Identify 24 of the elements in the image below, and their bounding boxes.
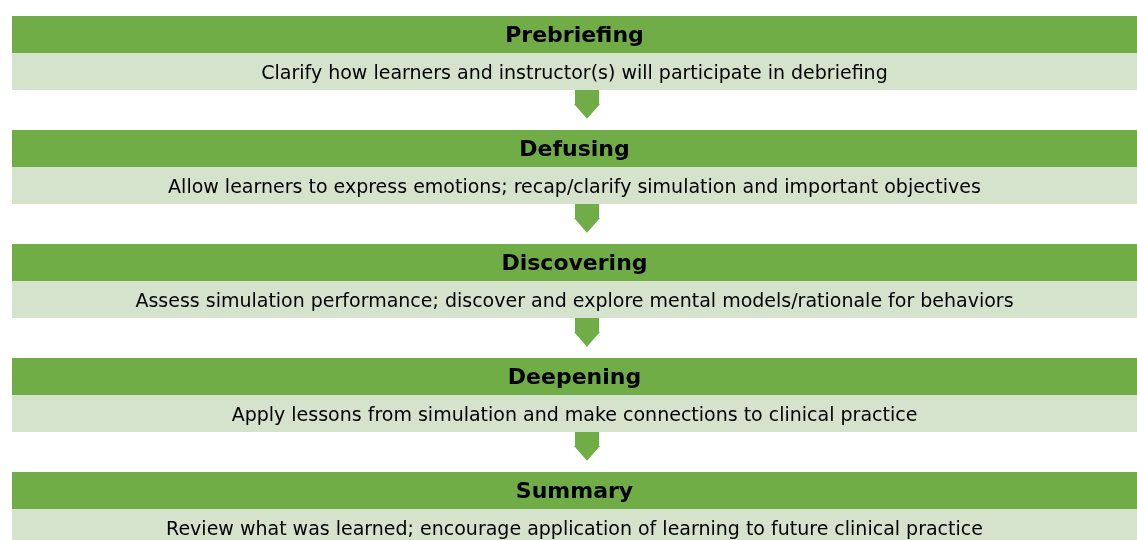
down-arrow [574, 318, 600, 347]
stage-description: Assess simulation performance; discover and explore mental models/rationale for behaviors [135, 288, 1014, 311]
stage-title: Discovering [501, 250, 648, 275]
stage-header-band [12, 358, 1137, 395]
stage-description: Allow learners to express emotions; recap/clarify simulation and important objectives [168, 174, 981, 197]
stage-description-band [12, 167, 1137, 204]
stage-header-band [12, 16, 1137, 53]
stage-title: Summary [515, 478, 634, 503]
stage-title: Defusing [519, 136, 630, 161]
stage-title: Deepening [507, 364, 642, 389]
stage-header-band [12, 130, 1137, 167]
stage-description: Clarify how learners and instructor(s) will participate in debriefing [261, 60, 888, 83]
down-arrow [574, 432, 600, 461]
stage-description-band [12, 281, 1137, 318]
stage-header-band [12, 244, 1137, 281]
stage-description-band [12, 53, 1137, 90]
stage-title: Prebriefing [505, 22, 644, 47]
stage-header-band [12, 472, 1137, 509]
down-arrow [574, 204, 600, 233]
stage-description: Review what was learned; encourage application of learning to future clinical practice [166, 516, 983, 539]
down-arrow [574, 90, 600, 119]
stage-description-band [12, 509, 1137, 540]
stage-description-band [12, 395, 1137, 432]
stage-description: Apply lessons from simulation and make connections to clinical practice [231, 402, 918, 425]
